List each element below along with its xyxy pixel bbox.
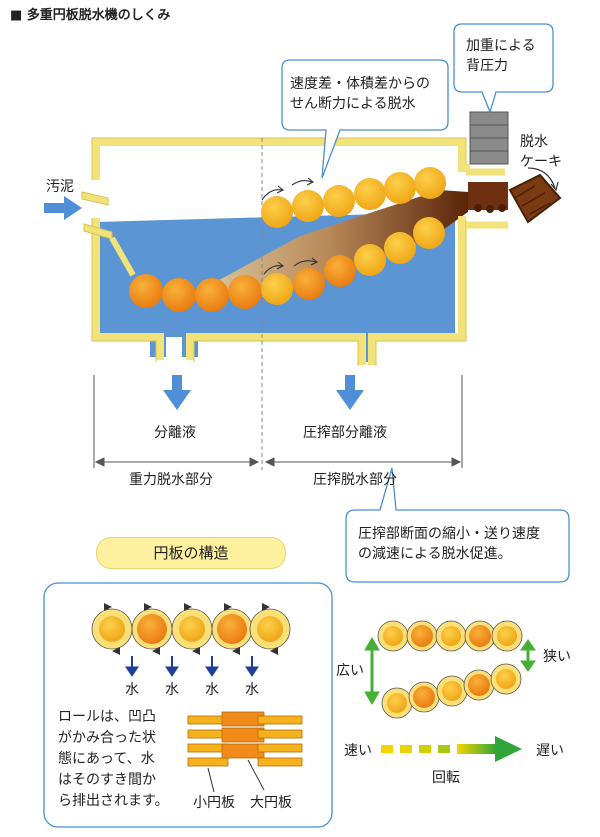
tank-wall <box>92 138 470 365</box>
mesh-rotation-arrows <box>104 603 278 655</box>
roll-description: ロールは、凹凸 がかみ合った状 態にあって、水 はそのすき間か ら排出されます。 <box>58 707 169 812</box>
narrow-label: 狭い <box>543 649 571 665</box>
roll-text-line-1: ロールは、凹凸 <box>58 709 156 725</box>
slow-label: 遅い <box>536 743 564 759</box>
dewatered-cake <box>508 173 562 224</box>
large-disc-label: 大円板 <box>250 795 292 811</box>
water-label-1: 水 <box>125 682 139 698</box>
rotation-label: 回転 <box>432 770 460 786</box>
section-brackets <box>93 375 463 468</box>
upper-disc-row <box>261 167 446 228</box>
roll-text-line-5: ら排出されます。 <box>58 793 169 809</box>
filtrate-arrow <box>163 375 191 410</box>
tank <box>81 111 562 366</box>
press-filtrate-arrow <box>336 375 364 410</box>
water-drop-arrows <box>125 656 259 677</box>
diagram-title: ■ 多重円板脱水機のしくみ <box>10 8 171 23</box>
fast-label: 速い <box>344 743 372 759</box>
filtrate-label: 分離液 <box>154 425 196 441</box>
cake-label: 脱水 ケーキ <box>520 132 562 172</box>
wide-gap-arrow <box>364 637 380 705</box>
gap-upper-row <box>377 620 523 652</box>
pressure-bubble-line-1: 加重による <box>466 38 536 54</box>
wide-label: 広い <box>336 663 364 679</box>
structure-title: 円板の構造 <box>96 537 286 569</box>
pressure-bubble-line-2: 背圧力 <box>466 58 508 74</box>
inlet-chute <box>109 236 136 277</box>
cake-outlet <box>466 168 508 229</box>
shear-bubble-text: 速度差・体積差からの せん断力による脱水 <box>290 74 430 114</box>
press-filtrate-label: 圧搾部分離液 <box>303 425 387 441</box>
disc-pointer-lines <box>207 759 265 793</box>
water-label-4: 水 <box>245 682 259 698</box>
water-label-3: 水 <box>205 682 219 698</box>
roll-text-line-3: 態にあって、水 <box>58 751 155 767</box>
promotion-bubble-line-1: 圧搾部断面の縮小・送り速度 <box>358 526 540 542</box>
roll-text-line-2: がかみ合った状 <box>58 730 156 746</box>
promotion-bubble-text: 圧搾部断面の縮小・送り速度 の減速による脱水促進。 <box>358 524 540 564</box>
promotion-bubble-line-2: の減速による脱水促進。 <box>358 546 512 562</box>
shear-bubble-line-2: せん断力による脱水 <box>290 96 416 112</box>
gravity-section-label: 重力脱水部分 <box>129 472 213 488</box>
speed-gradient-arrow <box>381 736 522 762</box>
pressure-bubble-text: 加重による 背圧力 <box>466 36 536 76</box>
shear-bubble-shape <box>281 59 449 179</box>
sludge-inlet-arrow <box>44 196 82 220</box>
lower-disc-row <box>129 217 445 312</box>
gap-lower-row <box>381 663 522 719</box>
pressure-bubble-shape <box>453 23 554 114</box>
water-label-2: 水 <box>165 682 179 698</box>
tank-wall-inner <box>91 137 467 366</box>
shear-bubble-line-1: 速度差・体積差からの <box>290 76 430 92</box>
cake-label-line-2: ケーキ <box>520 154 562 170</box>
sludge-wedge <box>210 190 468 300</box>
press-section-label: 圧搾脱水部分 <box>313 472 397 488</box>
roll-text-line-4: はそのすき間か <box>58 772 156 788</box>
disc-stack-side-view <box>187 711 303 767</box>
inlet-plate-top <box>81 191 109 206</box>
cake-label-line-1: 脱水 <box>520 134 548 150</box>
narrow-gap-arrow <box>520 639 536 672</box>
meshing-disc-row <box>91 608 291 650</box>
small-disc-label: 小円板 <box>193 795 235 811</box>
promotion-bubble-shape <box>345 467 570 583</box>
rotation-arrows <box>261 177 319 275</box>
sludge-label: 汚泥 <box>46 179 74 195</box>
cake-arrow <box>527 167 556 189</box>
